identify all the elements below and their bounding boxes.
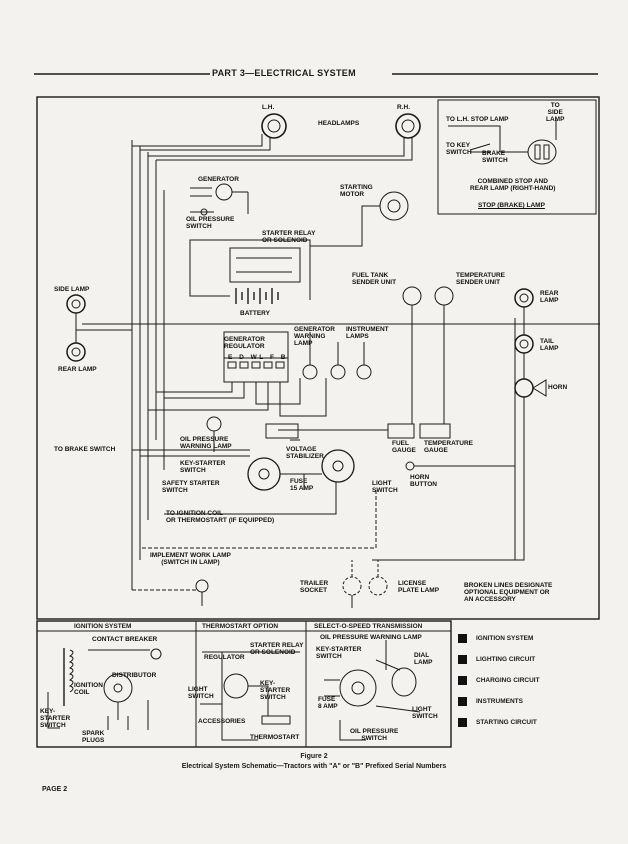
ts-light-switch: LIGHT SWITCH (188, 686, 214, 700)
ts-regulator: REGULATOR (204, 654, 245, 661)
legend-label: STARTING CIRCUIT (476, 719, 537, 726)
sos-oil-pressure-switch: OIL PRESSURE SWITCH (350, 728, 399, 742)
sos-light-switch: LIGHT SWITCH (412, 706, 438, 720)
page-number: PAGE 2 (42, 786, 68, 793)
inset-to-lh-stop-lamp: TO L.H. STOP LAMP (446, 116, 509, 123)
legend-item-ignition: IGNITION SYSTEM (458, 634, 588, 644)
label-temperature-gauge: TEMPERATURE GAUGE (424, 440, 473, 454)
label-rear-lamp-left: REAR LAMP (58, 366, 97, 373)
inset-to-side-lamp: TO SIDE LAMP (546, 102, 565, 123)
label-voltage-stabilizer: VOLTAGE STABILIZER (286, 446, 324, 460)
ts-accessories: ACCESSORIES (198, 718, 246, 725)
label-key-starter-switch: KEY-STARTER SWITCH (180, 460, 226, 474)
label-horn-button: HORN BUTTON (410, 474, 437, 488)
terminal-d: D (239, 354, 247, 361)
sos-oil-pressure-warning-lamp: OIL PRESSURE WARNING LAMP (320, 634, 422, 641)
legend-swatch (458, 697, 467, 706)
label-oil-pressure-switch: OIL PRESSURE SWITCH (186, 216, 235, 230)
ts-key-starter-switch: KEY- STARTER SWITCH (260, 680, 291, 701)
legend-label: IGNITION SYSTEM (476, 635, 534, 642)
label-to-brake-switch: TO BRAKE SWITCH (54, 446, 116, 453)
panel-title-select-o-speed: SELECT-O-SPEED TRANSMISSION (314, 623, 423, 630)
legend-swatch (458, 655, 467, 664)
ts-starter-relay: STARTER RELAY OR SOLENOID (250, 642, 304, 656)
label-implement-work-lamp: IMPLEMENT WORK LAMP (SWITCH IN LAMP) (150, 552, 231, 566)
label-broken-lines-note: BROKEN LINES DESIGNATE OPTIONAL EQUIPMEN… (464, 582, 553, 603)
ign-key-starter-switch: KEY- STARTER SWITCH (40, 708, 71, 729)
label-horn: HORN (548, 384, 568, 391)
legend-label: LIGHTING CIRCUIT (476, 656, 536, 663)
label-oil-pressure-warning-lamp: OIL PRESSURE WARNING LAMP (180, 436, 232, 450)
inset-to-key-switch: TO KEY SWITCH (446, 142, 472, 156)
label-headlamps: HEADLAMPS (318, 120, 360, 127)
legend-item-starting: STARTING CIRCUIT (458, 718, 588, 728)
label-license-plate-lamp: LICENSE PLATE LAMP (398, 580, 440, 594)
label-side-lamp: SIDE LAMP (54, 286, 90, 293)
terminal-b: B (280, 354, 288, 361)
ign-contact-breaker: CONTACT BREAKER (92, 636, 158, 643)
label-trailer-socket: TRAILER SOCKET (300, 580, 329, 594)
label-battery: BATTERY (240, 310, 270, 317)
label-to-ignition-coil: TO IGNITION COIL OR THERMOSTART (IF EQUI… (166, 510, 275, 524)
label-regulator-terminals: E D WL F B (228, 354, 288, 361)
ts-thermostart: THERMOSTART (250, 734, 300, 741)
legend-label: CHARGING CIRCUIT (476, 677, 540, 684)
terminal-wl: WL (250, 354, 266, 361)
inset-stop-brake-lamp: STOP (BRAKE) LAMP (478, 202, 545, 209)
label-starter-relay: STARTER RELAY OR SOLENOID (262, 230, 316, 244)
label-rear-lamp-right: REAR LAMP (540, 290, 559, 304)
label-fuel-tank-sender: FUEL TANK SENDER UNIT (352, 272, 397, 286)
terminal-f: F (269, 354, 277, 361)
legend-item-instruments: INSTRUMENTS (458, 697, 588, 707)
legend-swatch (458, 634, 467, 643)
label-light-switch: LIGHT SWITCH (372, 480, 398, 494)
figure-number: Figure 2 (300, 753, 328, 760)
label-generator: GENERATOR (198, 176, 239, 183)
label-rh: R.H. (397, 104, 410, 111)
sos-key-starter-switch: KEY-STARTER SWITCH (316, 646, 362, 660)
inset-brake-switch: BRAKE SWITCH (482, 150, 508, 164)
label-tail-lamp: TAIL LAMP (540, 338, 559, 352)
terminal-e: E (228, 354, 235, 361)
legend-label: INSTRUMENTS (476, 698, 523, 705)
label-lh: L.H. (262, 104, 275, 111)
panel-title-ignition: IGNITION SYSTEM (74, 623, 132, 630)
label-instrument-lamps: INSTRUMENT LAMPS (346, 326, 389, 340)
label-fuel-gauge: FUEL GAUGE (392, 440, 416, 454)
legend-swatch (458, 718, 467, 727)
label-starting-motor: STARTING MOTOR (340, 184, 373, 198)
label-generator-regulator: GENERATOR REGULATOR (224, 336, 265, 350)
sos-dial-lamp: DIAL LAMP (414, 652, 433, 666)
label-safety-starter-switch: SAFETY STARTER SWITCH (162, 480, 220, 494)
label-generator-warning-lamp: GENERATOR WARNING LAMP (294, 326, 335, 347)
legend-swatch (458, 676, 467, 685)
label-temperature-sender: TEMPERATURE SENDER UNIT (456, 272, 505, 286)
legend-item-charging: CHARGING CIRCUIT (458, 676, 588, 686)
page-title: PART 3—ELECTRICAL SYSTEM (212, 68, 356, 78)
ign-distributor: DISTRIBUTOR (112, 672, 157, 679)
inset-combined-stop: COMBINED STOP AND REAR LAMP (RIGHT-HAND) (470, 178, 556, 192)
panel-title-thermostart: THERMOSTART OPTION (202, 623, 279, 630)
sos-fuse-8amp: FUSE 8 AMP (318, 696, 338, 710)
ign-spark-plugs: SPARK PLUGS (82, 730, 105, 744)
ign-ignition-coil: IGNITION COIL (74, 682, 103, 696)
label-fuse-15amp: FUSE 15 AMP (290, 478, 314, 492)
legend-item-lighting: LIGHTING CIRCUIT (458, 655, 588, 665)
figure-caption: Electrical System Schematic—Tractors wit… (181, 763, 447, 770)
